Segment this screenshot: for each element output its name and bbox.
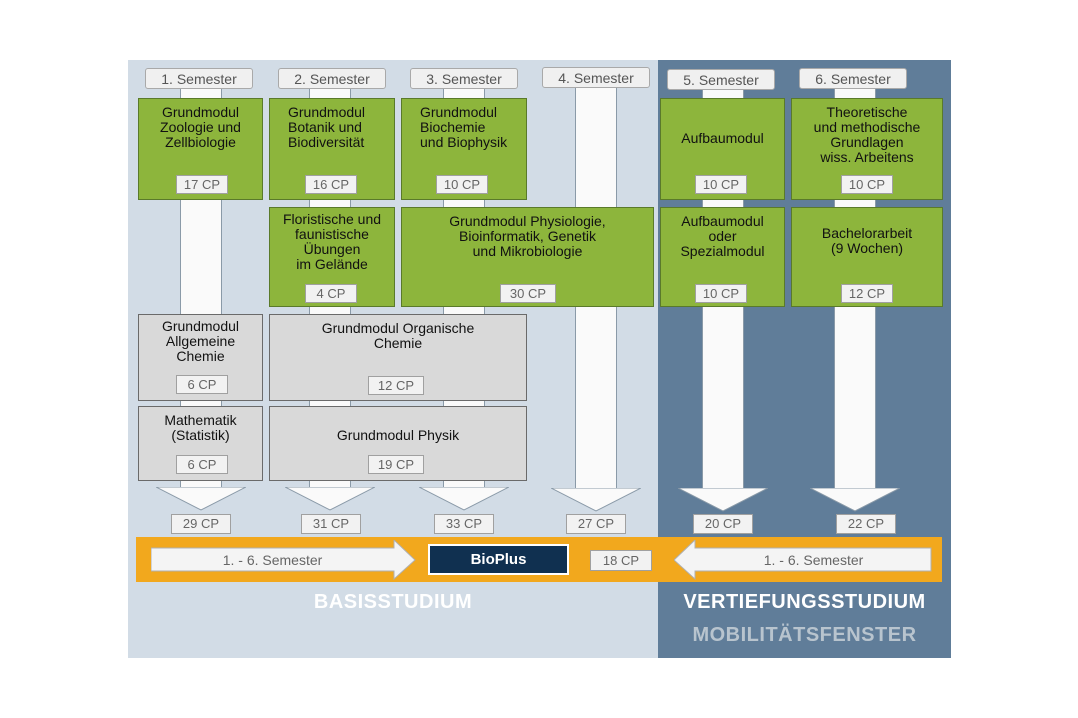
module-allgemeine-chemie: Grundmodul Allgemeine Chemie 6 CP <box>138 314 263 401</box>
study-plan-diagram: 1. Semester 2. Semester 3. Semester 4. S… <box>128 60 951 658</box>
module-mathematik: Mathematik (Statistik) 6 CP <box>138 406 263 481</box>
module-botanik: Grundmodul Botanik und Biodiversität 16 … <box>269 98 395 200</box>
module-cp: 12 CP <box>841 284 893 303</box>
bioplus-cp: 18 CP <box>590 550 652 571</box>
module-title: Theoretische und methodische Grundlagen … <box>813 104 921 165</box>
module-theoretische-grundlagen: Theoretische und methodische Grundlagen … <box>791 98 943 200</box>
left-band-label: 1. - 6. Semester <box>222 552 323 568</box>
semester-6-header: 6. Semester <box>799 68 907 89</box>
module-cp: 12 CP <box>368 376 424 395</box>
module-cp: 30 CP <box>500 284 556 303</box>
semester-4-arrow-head <box>551 488 641 512</box>
module-aufbaumodul: Aufbaumodul 10 CP <box>660 98 785 200</box>
module-title: Bachelorarbeit (9 Wochen) <box>821 225 913 256</box>
bioplus-box: BioPlus <box>428 544 569 575</box>
module-cp: 10 CP <box>695 175 747 194</box>
semester-2-total: 31 CP <box>301 514 361 534</box>
semester-6-arrow-head <box>810 488 900 512</box>
module-bachelorarbeit: Bachelorarbeit (9 Wochen) 12 CP <box>791 207 943 307</box>
semester-4-total: 27 CP <box>566 514 626 534</box>
module-physik: Grundmodul Physik 19 CP <box>269 406 527 481</box>
module-title: Grundmodul Zoologie und Zellbiologie <box>160 104 241 150</box>
module-floristische-uebungen: Floristische und faunistische Übungen im… <box>269 207 395 307</box>
semester-3-total: 33 CP <box>434 514 494 534</box>
module-cp: 6 CP <box>176 455 228 474</box>
module-cp: 10 CP <box>841 175 893 194</box>
module-title: Grundmodul Organische Chemie <box>321 320 475 351</box>
module-biochemie: Grundmodul Biochemie und Biophysik 10 CP <box>401 98 527 200</box>
right-arrow-left-pointing <box>674 540 932 580</box>
right-band-label: 1. - 6. Semester <box>763 552 864 568</box>
left-arrow-right-pointing <box>151 540 416 580</box>
semester-5-arrow-head <box>678 488 768 512</box>
module-title: Aufbaumodul oder Spezialmodul <box>680 213 765 259</box>
module-cp: 4 CP <box>305 284 357 303</box>
mobilitaetsfenster-label: MOBILITÄTSFENSTER <box>692 624 917 646</box>
semester-5-total: 20 CP <box>693 514 753 534</box>
semester-1-total: 29 CP <box>171 514 231 534</box>
semester-2-arrow-head <box>285 487 375 511</box>
semester-6-total: 22 CP <box>836 514 896 534</box>
module-title: Grundmodul Biochemie und Biophysik <box>420 104 508 150</box>
module-cp: 6 CP <box>176 375 228 394</box>
semester-1-header: 1. Semester <box>145 68 253 89</box>
semester-2-header: 2. Semester <box>278 68 386 89</box>
module-cp: 17 CP <box>176 175 228 194</box>
semester-3-header: 3. Semester <box>410 68 518 89</box>
module-title: Aufbaumodul <box>681 130 764 146</box>
module-title: Grundmodul Allgemeine Chemie <box>161 318 240 364</box>
module-cp: 19 CP <box>368 455 424 474</box>
module-title: Grundmodul Physik <box>336 427 460 443</box>
module-title: Floristische und faunistische Übungen im… <box>282 211 382 272</box>
semester-1-arrow-head <box>156 487 246 511</box>
semester-5-header: 5. Semester <box>667 69 775 90</box>
semester-3-arrow-head <box>419 487 509 511</box>
module-physiologie: Grundmodul Physiologie, Bioinformatik, G… <box>401 207 654 307</box>
semester-4-header: 4. Semester <box>542 67 650 88</box>
module-aufbau-spezialmodul: Aufbaumodul oder Spezialmodul 10 CP <box>660 207 785 307</box>
module-cp: 10 CP <box>436 175 488 194</box>
module-title: Mathematik (Statistik) <box>164 412 237 443</box>
module-cp: 16 CP <box>305 175 357 194</box>
basisstudium-label: BASISSTUDIUM <box>313 591 473 613</box>
module-zoologie: Grundmodul Zoologie und Zellbiologie 17 … <box>138 98 263 200</box>
vertiefungsstudium-label: VERTIEFUNGSSTUDIUM <box>683 591 926 613</box>
module-organische-chemie: Grundmodul Organische Chemie 12 CP <box>269 314 527 401</box>
module-cp: 10 CP <box>695 284 747 303</box>
module-title: Grundmodul Physiologie, Bioinformatik, G… <box>449 213 606 259</box>
module-title: Grundmodul Botanik und Biodiversität <box>288 104 366 150</box>
